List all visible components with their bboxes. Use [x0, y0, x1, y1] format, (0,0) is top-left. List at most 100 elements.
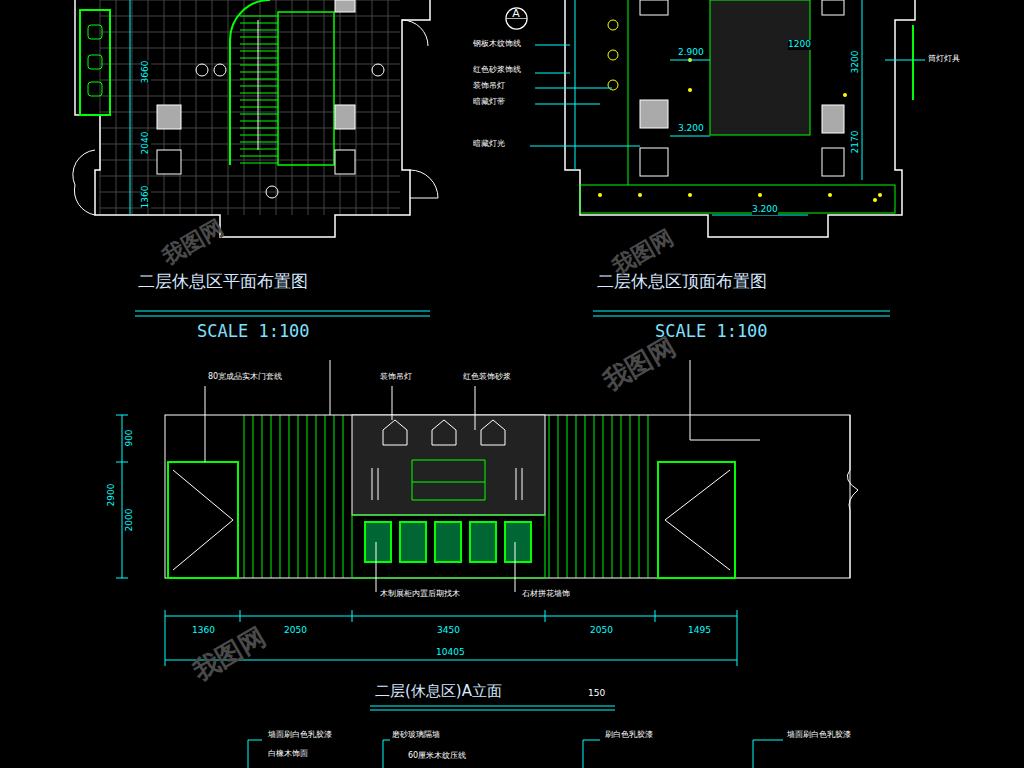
stair-tread [240, 16, 278, 17]
stair-tread [240, 93, 278, 94]
annotation: 暗藏灯带 [473, 98, 505, 107]
downlight [638, 193, 642, 197]
floor-tile [100, 16, 400, 17]
stair-tread [240, 114, 278, 115]
wall-slat [629, 415, 630, 578]
stair-arrow [258, 20, 259, 150]
partition [575, 0, 576, 170]
door [658, 462, 735, 578]
downlight [688, 88, 692, 92]
annotation: 石材拼花墙饰 [522, 590, 570, 599]
wall-slat [557, 415, 558, 578]
column [335, 0, 355, 12]
annotation: 白橡木饰面 [268, 750, 308, 759]
fixture [214, 64, 226, 76]
wall-slat [566, 415, 567, 578]
annotation: 150 [588, 689, 605, 699]
cove-light [580, 185, 895, 213]
wall-slat [306, 415, 307, 578]
drawing-title: SCALE 1:100 [655, 322, 768, 341]
stair [278, 12, 334, 165]
annotation: 墙面刷白色乳胶漆 [787, 731, 851, 740]
cabinet-panel [505, 522, 531, 562]
watermark: 我图网 [598, 332, 680, 396]
downlight [758, 193, 762, 197]
column [157, 105, 181, 129]
annotation: 900 [125, 429, 135, 446]
shelf [412, 460, 485, 500]
wall-outline [565, 0, 915, 237]
break-line [847, 415, 858, 578]
annotation: 磨砂玻璃隔墙 [392, 731, 440, 740]
fixture [372, 64, 384, 76]
annotation: 10405 [436, 648, 465, 658]
wall-slat [315, 415, 316, 578]
stair-tread [240, 135, 278, 136]
leader-line [248, 740, 783, 768]
annotation: 3450 [437, 626, 460, 636]
door-swing [173, 470, 233, 570]
stair-tread [240, 51, 278, 52]
wall-sconce [372, 468, 522, 500]
wall-slat [324, 415, 325, 578]
ceiling-panel [710, 0, 810, 135]
floor-tile [100, 176, 400, 177]
annotation: 1360 [141, 186, 151, 209]
circle-outline [505, 7, 526, 28]
seating [80, 10, 110, 115]
annotation: 装饰吊灯 [380, 373, 412, 382]
dimension-line [130, 0, 131, 215]
annotation: 1360 [192, 626, 215, 636]
downlight [873, 198, 877, 202]
wall-slat [647, 415, 648, 578]
annotation: 筒灯灯具 [928, 55, 960, 64]
stair-tread [240, 30, 278, 31]
column [335, 105, 355, 129]
column [822, 105, 844, 133]
lamp [608, 20, 618, 30]
chair [88, 25, 102, 39]
cabinet-panel [435, 522, 461, 562]
wall-slat [611, 415, 612, 578]
annotation: 2000 [125, 509, 135, 532]
section-letter: A [512, 7, 520, 20]
annotation: 木制展柜内置后期找木 [380, 590, 460, 599]
annotation: 2050 [284, 626, 307, 636]
wall-slat [620, 415, 621, 578]
wall-slat [548, 415, 549, 578]
cabinet-panel [400, 522, 426, 562]
partition [912, 25, 914, 100]
column [822, 0, 844, 15]
watermark: 我图网 [608, 225, 677, 279]
drawing-title: 二层(休息区)A立面 [375, 683, 502, 700]
elevation-outline [165, 415, 850, 578]
stair-tread [240, 72, 278, 73]
lamp [608, 50, 618, 60]
annotation: 暗藏灯光 [473, 140, 505, 149]
title-underline [135, 311, 890, 710]
leader-line [530, 45, 925, 146]
floor-tile [100, 96, 400, 97]
cabinet-panel [470, 522, 496, 562]
sand-finish [352, 415, 545, 515]
stair-tread [240, 65, 278, 66]
door-swing [665, 470, 730, 570]
downlight [688, 193, 692, 197]
downlight [843, 93, 847, 97]
wall-slat [288, 415, 289, 578]
column [157, 150, 181, 174]
annotation: 2.900 [678, 48, 704, 58]
stair-rail [230, 0, 270, 165]
door [168, 462, 238, 578]
annotation: 2900 [107, 484, 117, 507]
cabinet-panel [365, 522, 391, 562]
cabinet [352, 515, 545, 578]
wall-slat [270, 415, 271, 578]
wall-slat [593, 415, 594, 578]
column [822, 148, 844, 176]
stair-tread [240, 100, 278, 101]
drawing-title: 二层休息区平面布置图 [138, 272, 308, 291]
fixture [266, 186, 278, 198]
fixture [196, 64, 208, 76]
column [640, 148, 668, 176]
